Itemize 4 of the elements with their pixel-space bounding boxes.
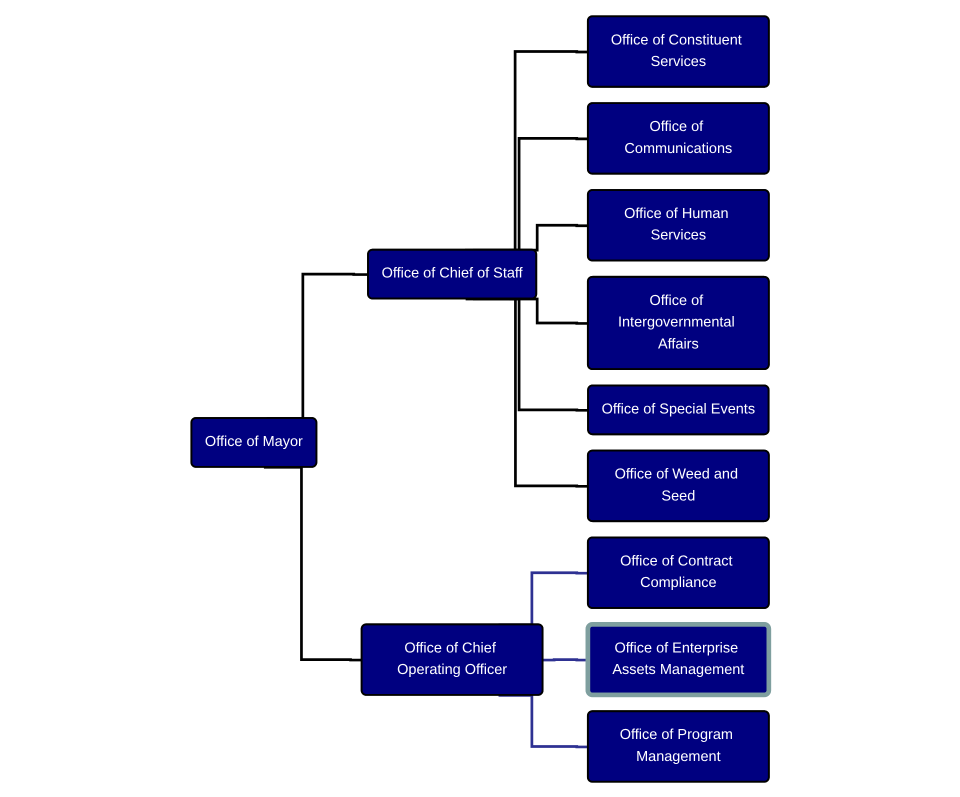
connector	[498, 693, 588, 748]
connector	[264, 465, 362, 661]
connector	[466, 297, 588, 488]
connector	[542, 658, 588, 661]
